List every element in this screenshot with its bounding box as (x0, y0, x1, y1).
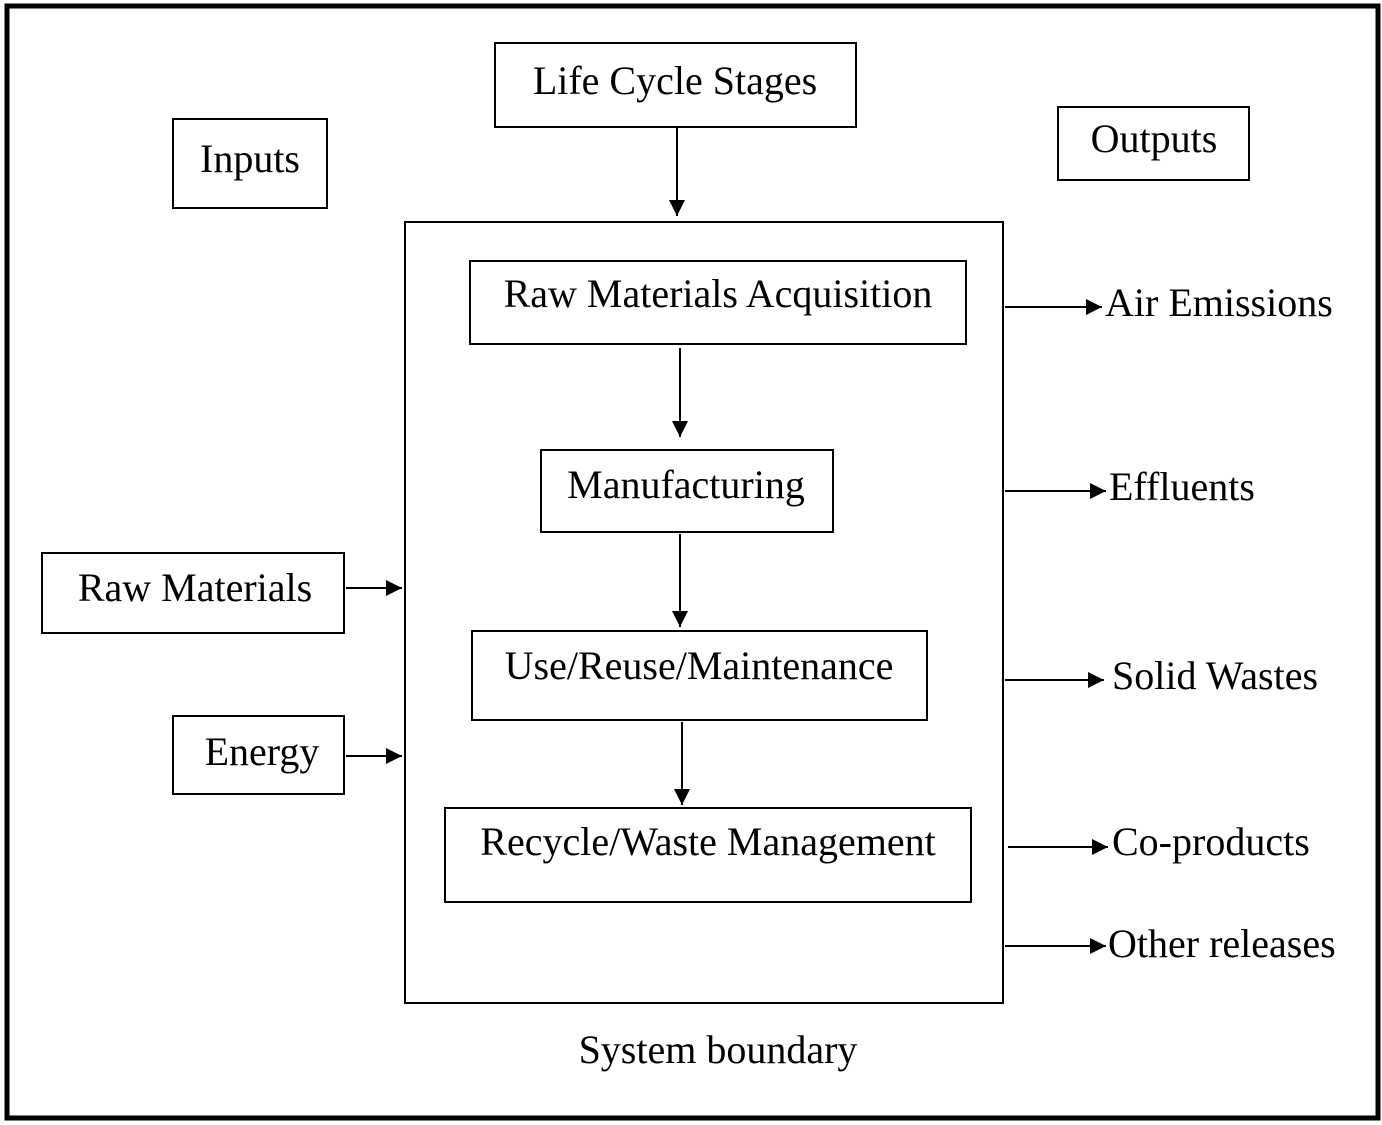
input-label: Energy (205, 729, 320, 774)
input-label: Raw Materials (78, 565, 312, 610)
inputs-header-box: Inputs (172, 118, 328, 209)
outer-frame (4, 3, 1381, 1121)
input-box-raw-materials: Raw Materials (41, 552, 345, 634)
system-boundary-label: System boundary (579, 1027, 858, 1072)
stage-box-use-reuse-maintenance: Use/Reuse/Maintenance (471, 630, 928, 721)
inputs-header-text: Inputs (200, 136, 300, 181)
outputs-header-box: Outputs (1057, 106, 1250, 181)
stage-label: Raw Materials Acquisition (504, 271, 933, 316)
stage-label: Use/Reuse/Maintenance (505, 643, 894, 688)
stage-label: Manufacturing (567, 462, 805, 507)
output-label-air-emissions: Air Emissions (1105, 280, 1333, 325)
input-box-energy: Energy (172, 715, 345, 795)
stages-header-text: Life Cycle Stages (533, 58, 817, 103)
stage-label: Recycle/Waste Management (480, 819, 935, 864)
output-label-co-products: Co-products (1112, 819, 1310, 864)
stage-box-manufacturing: Manufacturing (540, 449, 834, 533)
output-label-other-releases: Other releases (1108, 921, 1336, 966)
output-label-effluents: Effluents (1109, 464, 1255, 509)
outputs-header-text: Outputs (1091, 116, 1218, 161)
stage-box-recycle-waste-management: Recycle/Waste Management (444, 807, 972, 903)
stage-box-raw-materials-acquisition: Raw Materials Acquisition (469, 260, 967, 345)
stages-header-box: Life Cycle Stages (494, 42, 857, 128)
output-label-solid-wastes: Solid Wastes (1112, 653, 1318, 698)
